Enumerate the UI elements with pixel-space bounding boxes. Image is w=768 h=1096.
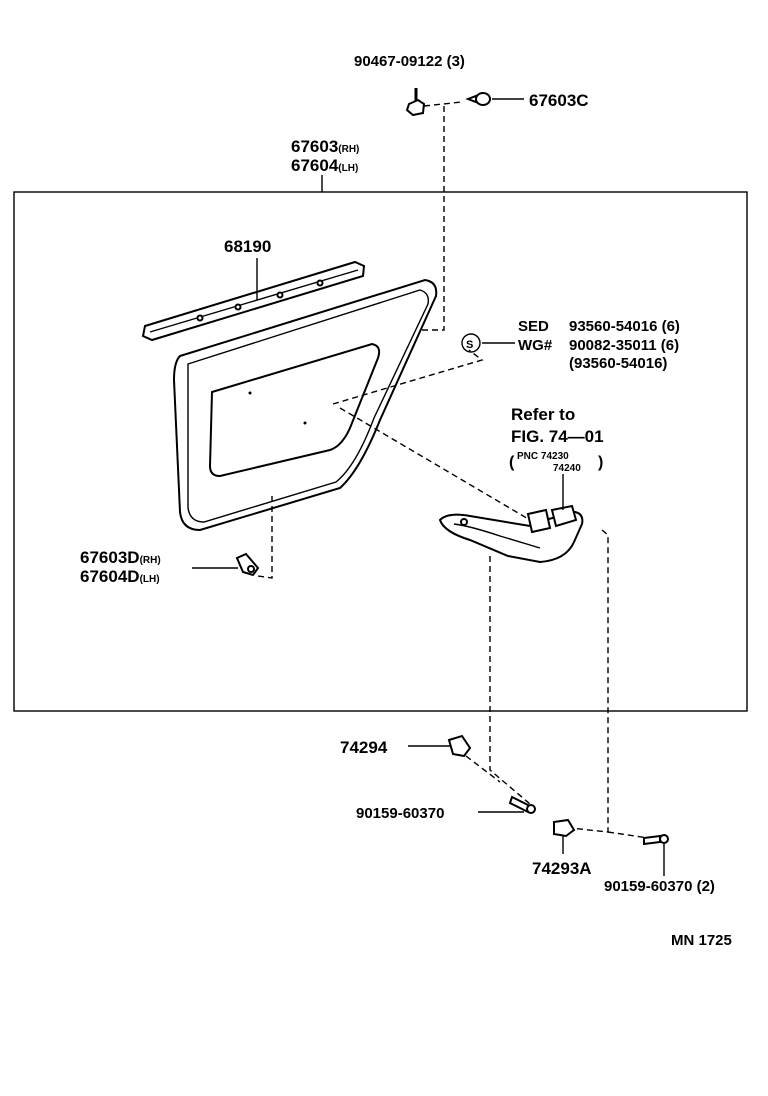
weatherstrip-68190-icon bbox=[141, 260, 366, 342]
screw-top-dash bbox=[423, 101, 463, 107]
label-weatherstrip: 68190 bbox=[224, 237, 271, 256]
label-refer-paren-close: ) bbox=[598, 454, 603, 471]
label-clip-lower-lh: 67604D(LH) bbox=[80, 567, 160, 586]
screw-s-symbol-icon bbox=[461, 333, 481, 353]
label-pnc-2: 74240 bbox=[553, 463, 581, 474]
handle-drop-right bbox=[569, 529, 609, 833]
label-screw-bottom: 90159-60370 (2) bbox=[604, 878, 715, 895]
handle-drop-left bbox=[489, 556, 531, 805]
assembly-frame bbox=[13, 191, 748, 712]
screw-90159-bottom-icon bbox=[643, 834, 669, 846]
screw-90159-mid-icon bbox=[508, 795, 536, 814]
cover-74294-icon bbox=[447, 734, 472, 758]
label-sed-number: 93560-54016 (6) bbox=[569, 318, 680, 335]
screw-90467-icon bbox=[405, 88, 426, 117]
label-screw-top: 90467-09122 (3) bbox=[354, 53, 465, 70]
clip-67603d-dash bbox=[257, 496, 273, 579]
footer-code: MN 1725 bbox=[671, 932, 732, 949]
screw-top-drop bbox=[422, 106, 445, 331]
label-panel-rh: 67603(RH) bbox=[291, 137, 359, 156]
label-panel-lh: 67604(LH) bbox=[291, 156, 358, 175]
label-refer-line1: Refer to bbox=[511, 405, 575, 424]
armrest-handle-icon bbox=[438, 504, 584, 564]
door-trim-panel-icon bbox=[172, 278, 438, 532]
label-pnc-1: PNC 74230 bbox=[517, 451, 569, 462]
label-refer-line2: FIG. 74—01 bbox=[511, 427, 604, 446]
screw-s-dash bbox=[332, 349, 484, 405]
label-cover-74293a: 74293A bbox=[532, 859, 592, 878]
clip-67603c-icon bbox=[465, 92, 491, 106]
screw-s-letter: S bbox=[466, 339, 473, 351]
label-cover-74294: 74294 bbox=[340, 738, 388, 757]
label-alt-number: (93560-54016) bbox=[569, 355, 667, 372]
label-clip-67603c: 67603C bbox=[529, 91, 589, 110]
label-clip-lower-rh: 67603D(RH) bbox=[80, 548, 161, 567]
label-refer-paren-open: ( bbox=[509, 454, 515, 471]
screw-bottom-dash bbox=[607, 831, 649, 839]
label-wg-number: 90082-35011 (6) bbox=[569, 337, 679, 354]
label-screw-mid: 90159-60370 bbox=[356, 805, 444, 822]
label-sed: SED bbox=[518, 318, 549, 335]
cover-74293a-icon bbox=[553, 818, 576, 838]
clip-67603d-icon bbox=[235, 552, 260, 577]
label-wg: WG# bbox=[518, 337, 553, 354]
cover-74294-dash bbox=[465, 755, 501, 783]
panel-handle-dash bbox=[339, 407, 531, 521]
